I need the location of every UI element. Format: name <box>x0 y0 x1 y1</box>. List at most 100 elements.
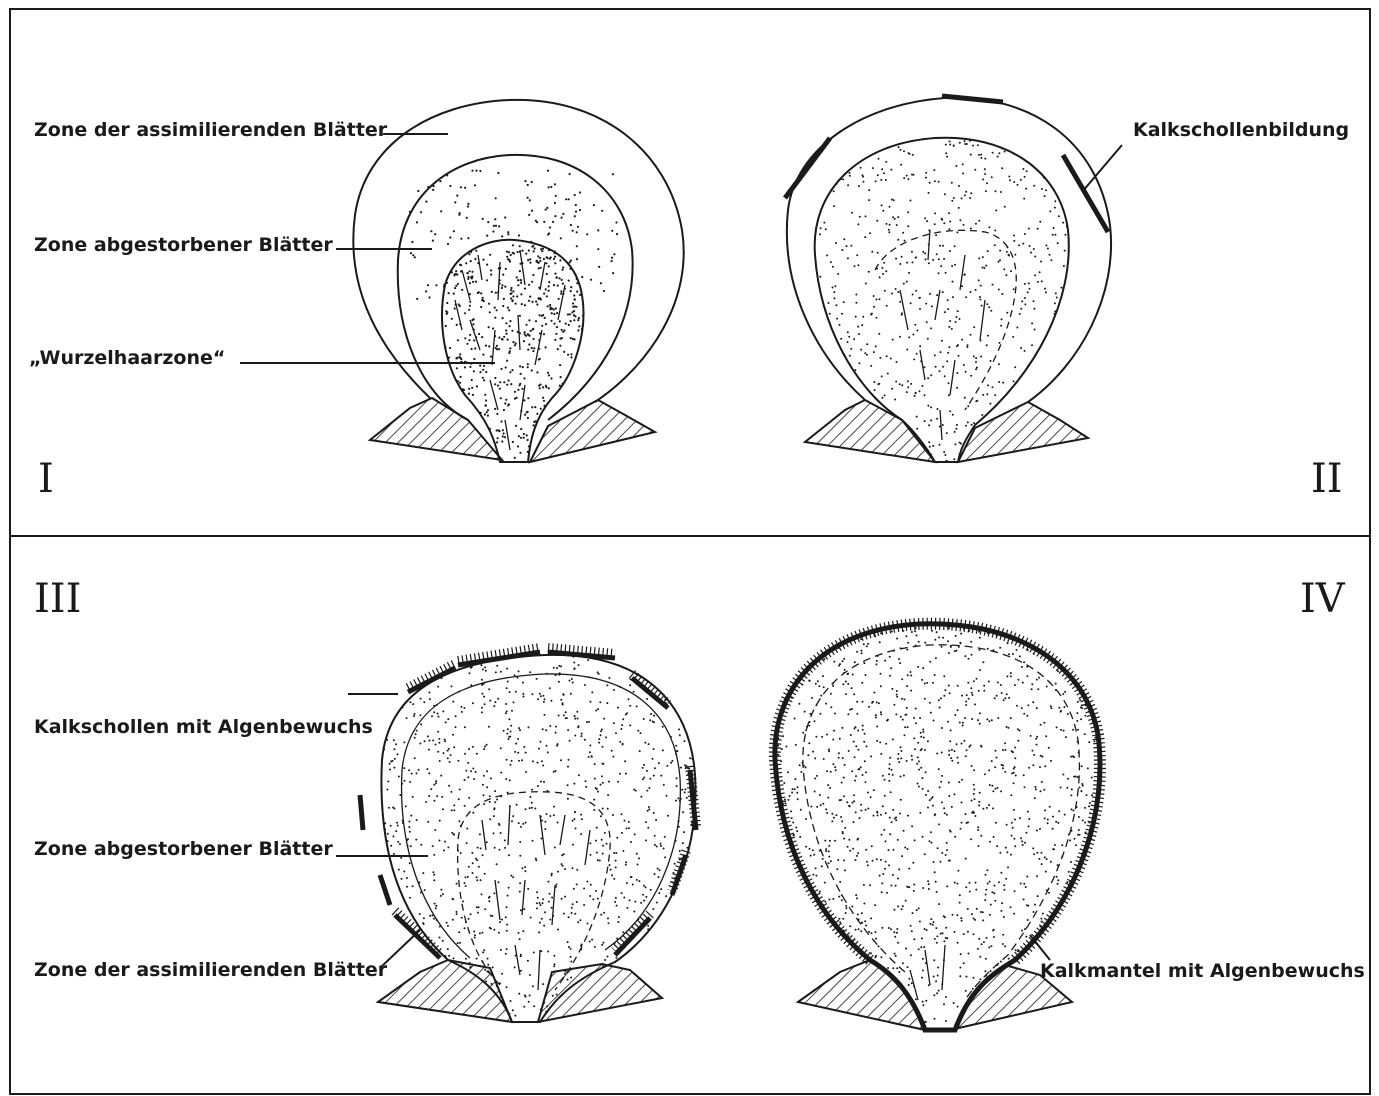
stipple-dot <box>939 444 941 446</box>
stipple-dot <box>615 957 617 959</box>
stipple-dot <box>1034 904 1036 906</box>
stipple-dot <box>589 895 591 897</box>
stipple-dot <box>577 921 579 923</box>
stipple-dot <box>428 772 430 774</box>
stipple-dot <box>448 292 450 294</box>
stipple-dot <box>611 230 613 232</box>
stipple-dot <box>513 252 515 254</box>
stipple-dot <box>598 266 600 268</box>
stipple-dot <box>505 778 507 780</box>
stipple-dot <box>489 801 491 803</box>
stipple-dot <box>980 911 982 913</box>
stipple-dot <box>540 741 542 743</box>
stipple-dot <box>975 289 977 291</box>
stipple-dot <box>906 262 908 264</box>
stipple-dot <box>437 731 439 733</box>
stipple-dot <box>428 795 430 797</box>
stipple-dot <box>918 769 920 771</box>
stipple-dot <box>427 735 429 737</box>
stipple-dot <box>505 916 507 918</box>
stipple-dot <box>1054 207 1056 209</box>
stipple-dot <box>433 800 435 802</box>
stipple-dot <box>395 830 397 832</box>
stipple-dot <box>527 363 529 365</box>
stipple-dot <box>926 321 928 323</box>
stipple-dot <box>777 738 779 740</box>
stipple-dot <box>911 930 913 932</box>
stipple-dot <box>602 965 604 967</box>
stipple-dot <box>873 789 875 791</box>
stipple-dot <box>854 661 856 663</box>
stipple-dot <box>465 885 467 887</box>
stipple-dot <box>1076 712 1078 714</box>
stipple-dot <box>947 721 949 723</box>
stipple-dot <box>901 698 903 700</box>
stipple-dot <box>473 339 475 341</box>
stipple-dot <box>514 457 516 459</box>
stipple-dot <box>540 1009 542 1011</box>
stipple-dot <box>882 397 884 399</box>
stipple-dot <box>425 290 427 292</box>
stipple-dot <box>866 343 868 345</box>
stipple-dot <box>518 993 520 995</box>
stipple-dot <box>416 298 418 300</box>
stipple-dot <box>887 373 889 375</box>
stipple-dot <box>486 770 488 772</box>
stipple-dot <box>507 339 509 341</box>
stipple-dot <box>865 781 867 783</box>
stipple-dot <box>864 352 866 354</box>
stipple-dot <box>506 906 508 908</box>
stipple-dot <box>494 307 496 309</box>
panel-numeral-iii: III <box>34 576 81 622</box>
stipple-dot <box>906 175 908 177</box>
stipple-dot <box>976 367 978 369</box>
stipple-dot <box>1033 653 1035 655</box>
stipple-dot <box>970 291 972 293</box>
stipple-dot <box>525 808 527 810</box>
stipple-dot <box>467 776 469 778</box>
stipple-dot <box>897 753 899 755</box>
stipple-dot <box>499 388 501 390</box>
stipple-dot <box>908 984 910 986</box>
stipple-dot <box>467 272 469 274</box>
panel-i-substrate-left <box>370 398 502 460</box>
stipple-dot <box>571 907 573 909</box>
stipple-dot <box>1027 905 1029 907</box>
stipple-dot <box>1066 787 1068 789</box>
stipple-dot <box>524 870 526 872</box>
stipple-dot <box>942 424 944 426</box>
stipple-dot <box>551 874 553 876</box>
stipple-dot <box>400 857 402 859</box>
stipple-dot <box>452 734 454 736</box>
stipple-dot <box>553 814 555 816</box>
stipple-dot <box>965 371 967 373</box>
stipple-dot <box>496 799 498 801</box>
stipple-dot <box>573 783 575 785</box>
stipple-dot <box>878 702 880 704</box>
stipple-dot <box>845 907 847 909</box>
stipple-dot <box>975 361 977 363</box>
stipple-dot <box>967 1001 969 1003</box>
stipple-dot <box>543 258 545 260</box>
stipple-dot <box>932 259 934 261</box>
stipple-dot <box>840 178 842 180</box>
stipple-dot <box>524 288 526 290</box>
stipple-dot <box>670 762 672 764</box>
stipple-dot <box>569 173 571 175</box>
stipple-dot <box>433 854 435 856</box>
stipple-dot <box>548 374 550 376</box>
stipple-dot <box>955 321 957 323</box>
stipple-dot <box>646 790 648 792</box>
stipple-dot <box>482 669 484 671</box>
stipple-dot <box>508 887 510 889</box>
stipple-dot <box>468 253 470 255</box>
stipple-dot <box>1067 713 1069 715</box>
stipple-dot <box>506 360 508 362</box>
stipple-dot <box>501 235 503 237</box>
stipple-dot <box>433 918 435 920</box>
stipple-dot <box>573 310 575 312</box>
stipple-dot <box>572 820 574 822</box>
stipple-dot <box>981 943 983 945</box>
stipple-dot <box>529 199 531 201</box>
stipple-dot <box>435 744 437 746</box>
